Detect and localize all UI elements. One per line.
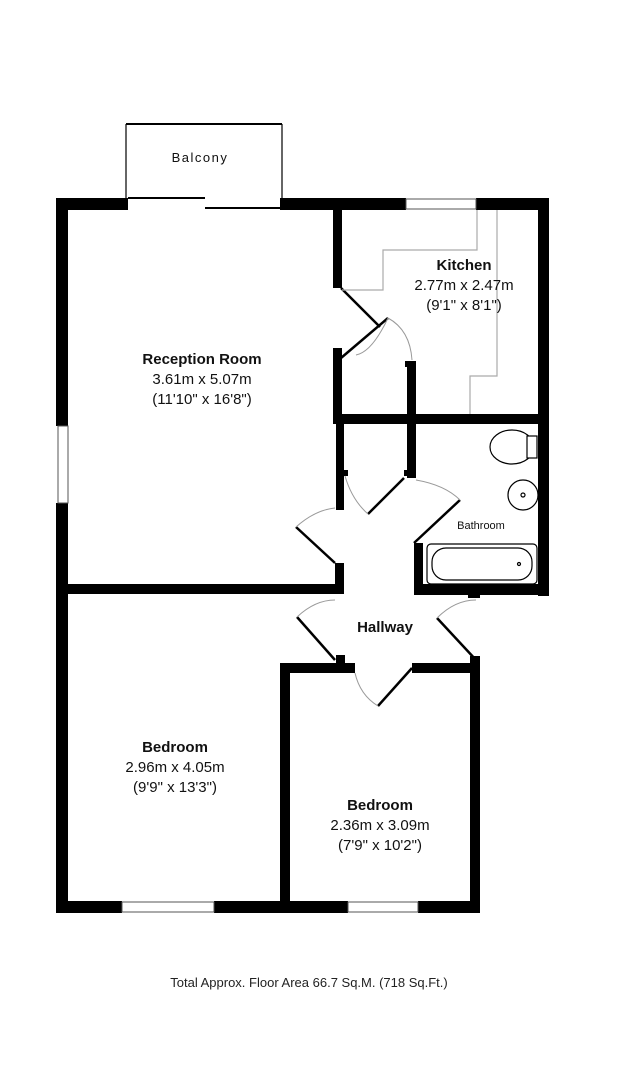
room-metric: 2.77m x 2.47m xyxy=(414,277,514,294)
room-imperial: (11'10" x 16'8") xyxy=(152,391,252,408)
room-name: Bedroom xyxy=(142,739,208,756)
bedroom2-window xyxy=(347,901,419,913)
bathroom-fixtures xyxy=(426,429,539,585)
room-metric: 2.96m x 4.05m xyxy=(125,759,225,776)
room-imperial: (9'1" x 8'1") xyxy=(426,297,502,314)
balcony-label: Balcony xyxy=(171,150,229,165)
total-floor-area: Total Approx. Floor Area 66.7 Sq.M. (718… xyxy=(170,975,448,990)
door-swings xyxy=(295,317,477,707)
room-metric: 3.61m x 5.07m xyxy=(152,371,252,388)
doors xyxy=(295,287,477,707)
room-metric: 2.36m x 3.09m xyxy=(330,817,430,834)
room-label-bedroom2: Bedroom 2.36m x 3.09m (7'9" x 10'2") xyxy=(330,796,429,856)
room-label-bedroom1: Bedroom 2.96m x 4.05m (9'9" x 13'3") xyxy=(125,738,224,798)
bedroom1-window xyxy=(121,901,215,913)
windows xyxy=(57,198,477,913)
interior-walls xyxy=(56,208,547,911)
kitchen-window xyxy=(405,198,477,210)
balcony-outline xyxy=(125,123,283,200)
reception-window xyxy=(57,425,69,504)
room-label-reception: Reception Room 3.61m x 5.07m (11'10" x 1… xyxy=(142,350,261,410)
room-imperial: (7'9" x 10'2") xyxy=(338,837,422,854)
room-name: Kitchen xyxy=(436,257,492,274)
room-label-bathroom: Bathroom xyxy=(457,520,505,532)
room-label-hallway: Hallway xyxy=(357,619,413,636)
room-name: Reception Room xyxy=(142,351,262,368)
room-label-kitchen: Kitchen 2.77m x 2.47m (9'1" x 8'1") xyxy=(414,256,513,316)
sliding-door xyxy=(128,197,282,209)
kitchen-worktop xyxy=(342,210,498,414)
room-imperial: (9'9" x 13'3") xyxy=(133,779,217,796)
room-name: Bedroom xyxy=(347,797,413,814)
